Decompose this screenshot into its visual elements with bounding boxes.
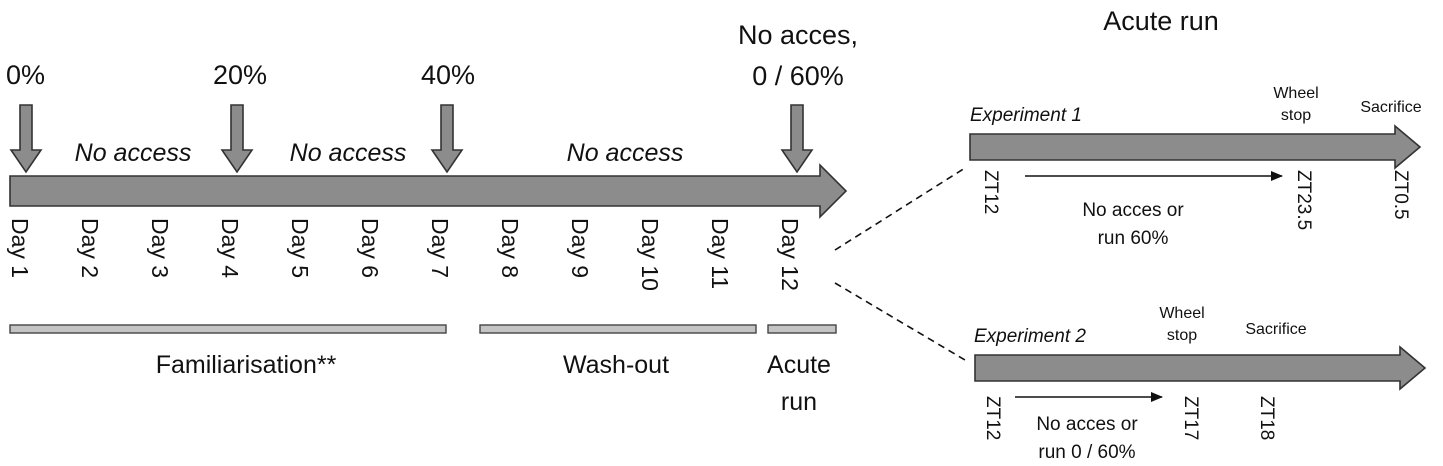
percent-label-day-7: 40% [421,60,475,90]
exp-2-sacrifice: Sacrifice [1245,321,1306,338]
no-access-label-2: No access [290,139,407,167]
exp-2-note-line-1: No acces or [1036,414,1138,435]
exp-1-timeline-arrow [969,124,1422,170]
familiarisation-bar [9,324,447,334]
exp-2-zt-labels: ZT12 ZT17 ZT18 [982,396,1277,440]
day-label-9: Day 9 [567,218,593,278]
day-label-5: Day 5 [287,218,313,278]
washout-bar [479,324,757,334]
day-label-12: Day 12 [777,218,803,291]
exp-1-zt-0: ZT12 [980,170,1001,214]
down-arrow-day-4 [220,104,254,174]
exp-1-zt-labels: ZT12 ZT23.5 ZT0.5 [980,170,1411,230]
exp-2-label: Experiment 2 [974,326,1086,347]
exp-2-zt-0: ZT12 [982,396,1003,440]
day-label-8: Day 8 [497,218,523,278]
connector-exp-1 [834,167,966,251]
no-access-label-3: No access [567,139,684,167]
day-label-11: Day 11 [707,218,733,289]
exp-1-note-line-2: run 60% [1098,228,1169,249]
exp-2-wheel-line-1: Wheel [1159,305,1204,322]
day-label-4: Day 4 [217,218,243,278]
acute-run-title: Acute run [1103,6,1219,36]
exp-2-wheel-line-2: stop [1167,327,1197,344]
exp-1-zt-1: ZT23.5 [1293,170,1314,230]
day-label-2: Day 2 [77,218,103,278]
connector-exp-2 [834,282,966,361]
acute-label-line-1: Acute [767,351,831,379]
exp-1-note-line-1: No acces or [1082,200,1184,221]
exp-1-label: Experiment 1 [970,105,1082,126]
exp-2-zt-1: ZT17 [1180,396,1201,440]
exp-1-wheel-line-1: Wheel [1273,85,1318,102]
day-label-6: Day 6 [357,218,383,278]
acute-label-line-2: run [781,388,817,416]
washout-label: Wash-out [563,351,669,379]
exp-2-timeline-arrow [974,345,1427,391]
day-label-3: Day 3 [147,218,173,278]
day-labels: Day 1 Day 2 Day 3 Day 4 Day 5 Day 6 Day 7 Day 8… [7,218,803,291]
down-arrow-day-7 [430,104,464,174]
day-label-7: Day 7 [427,218,453,278]
exp-2-note-line-2: run 0 / 60% [1038,442,1135,463]
down-arrow-day-12 [780,104,814,174]
familiarisation-label: Familiarisation** [156,351,337,379]
down-arrow-day-1 [9,104,43,174]
main-timeline-arrow [9,163,848,219]
no-access-label-1: No access [75,139,192,167]
day-label-1: Day 1 [7,218,33,278]
exp-1-sacrifice: Sacrifice [1360,99,1421,116]
final-label-line-1: No acces, [738,20,858,50]
day-label-10: Day 10 [637,218,663,291]
exp-2-zt-2: ZT18 [1256,396,1277,440]
percent-label-day-4: 20% [213,60,267,90]
final-label-line-2: 0 / 60% [752,61,844,91]
exp-1-wheel-line-2: stop [1281,107,1311,124]
exp-1-zt-2: ZT0.5 [1390,170,1411,220]
acute-run-bar [767,324,837,334]
percent-label-day-1: 0% [6,60,45,90]
